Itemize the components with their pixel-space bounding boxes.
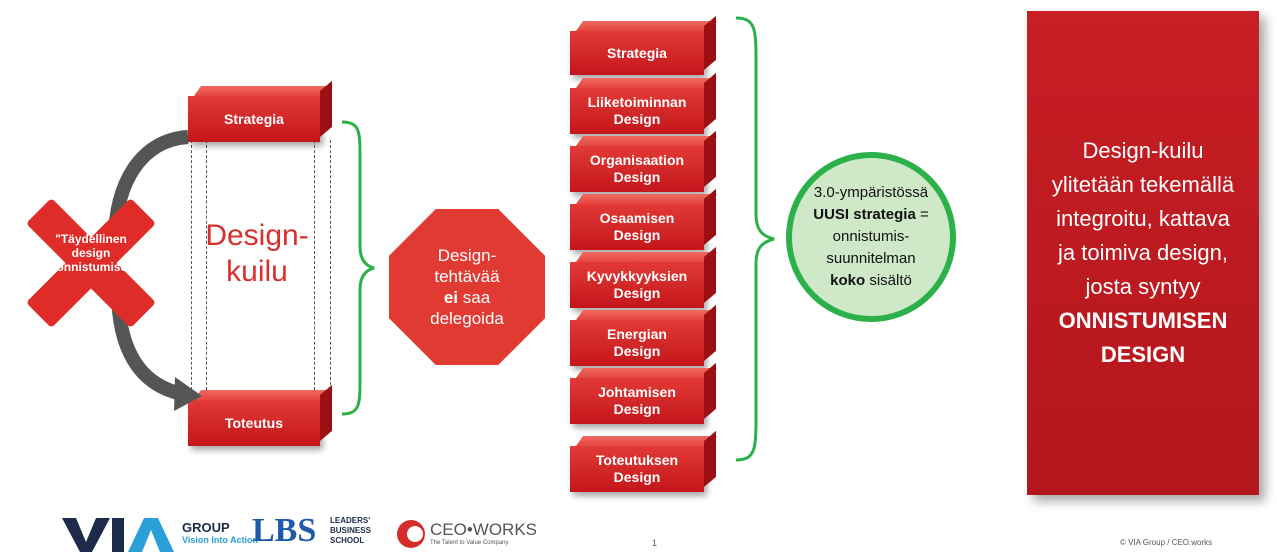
panel-line: josta syntyy [1085, 274, 1201, 299]
lbs-name-line: BUSINESS [330, 526, 371, 535]
stack-label: Design [613, 401, 661, 417]
stack-block-kyvykkyyksien: Kyvykkyyksien Design [570, 262, 704, 308]
octagon-line: tehtävää [434, 267, 500, 286]
stack-label: Design [613, 169, 661, 185]
stack-label: Design [613, 285, 661, 301]
lbs-name-line: SCHOOL [330, 536, 365, 545]
conclusion-panel: Design-kuilu ylitetään tekemällä integro… [1027, 11, 1259, 495]
panel-line: ja toimiva design, [1058, 240, 1228, 265]
gap-label-line: kuilu [226, 255, 288, 288]
failure-label-line: design [71, 246, 111, 260]
circle-line: koko sisältö [830, 270, 912, 292]
failure-label: "Täydellinen design epäonnistumiselle" [20, 232, 162, 274]
copyright: © VIA Group / CEO.works [1120, 538, 1213, 547]
green-brace-right [735, 16, 775, 462]
gap-label-line: Design- [205, 219, 309, 252]
stack-label: Design [613, 227, 661, 243]
circle-bold: UUSI strategia [813, 206, 916, 223]
failure-label-line: "Täydellinen [55, 232, 127, 246]
dashed-line [314, 140, 315, 395]
octagon-bold: ei [443, 288, 459, 307]
ceo-works-tagline: The Talent to Value Company [430, 540, 509, 546]
ceo-works-text: CEO•WORKS The Talent to Value Company [430, 520, 537, 546]
dashed-line [191, 140, 192, 395]
panel-bold-line: DESIGN [1100, 342, 1186, 367]
octagon-line: Design- [437, 246, 497, 265]
stack-block-liiketoiminnan: Liiketoiminnan Design [570, 88, 704, 134]
dashed-line [206, 140, 207, 395]
circle-text: sisältö [865, 272, 912, 289]
strategy-circle: 3.0-ympäristössä UUSI strategia = onnist… [786, 152, 956, 322]
stack-block-energian: Energian Design [570, 320, 704, 366]
circle-bold: koko [830, 272, 866, 289]
stack-block-osaamisen: Osaamisen Design [570, 204, 704, 250]
strategia-top-block: Strategia [188, 96, 320, 142]
stack-label: Organisaation [589, 152, 685, 168]
panel-line: Design-kuilu [1082, 138, 1204, 163]
ceo-works-logo-icon [397, 520, 425, 548]
lbs-name-line: LEADERS' [330, 516, 371, 525]
circle-line: onnistumis- [832, 228, 910, 245]
octagon-line: delegoida [430, 309, 504, 328]
toteutus-bottom-block: Toteutus [188, 400, 320, 446]
via-group-text: GROUP Vision Into Action [182, 520, 258, 545]
panel-line: integroitu, kattava [1056, 206, 1230, 231]
stack-label: Design [613, 111, 661, 127]
stack-block-strategia: Strategia [570, 31, 704, 75]
panel-bold-line: ONNISTUMISEN [1058, 308, 1228, 333]
circle-line: UUSI strategia = [813, 204, 928, 226]
via-logo-icon [62, 518, 174, 552]
stack-label: Energian [607, 326, 667, 342]
dashed-line [330, 140, 331, 395]
design-kuilu-label: Design- kuilu [196, 218, 318, 290]
circle-line: suunnitelman [826, 250, 916, 267]
via-group-label: GROUP [182, 520, 230, 535]
block-label: Strategia [224, 110, 284, 127]
stack-label: Kyvykkyyksien [586, 268, 688, 284]
page-number: 1 [652, 538, 658, 548]
block-label: Toteutus [224, 414, 284, 431]
lbs-logo: LBS [252, 512, 317, 549]
octagon-line: ei saa [444, 287, 490, 308]
stack-label: Toteutuksen [595, 452, 679, 468]
stack-label: Osaamisen [599, 210, 675, 226]
stack-label: Design [613, 343, 661, 359]
stack-block-organisaation: Organisaation Design [570, 146, 704, 192]
stack-label: Design [613, 469, 661, 485]
stack-block-toteutuksen: Toteutuksen Design [570, 446, 704, 492]
octagon-word: saa [462, 288, 491, 307]
via-tagline: Vision Into Action [182, 535, 258, 545]
green-brace-left [341, 120, 375, 416]
lbs-name: LEADERS' BUSINESS SCHOOL [330, 516, 371, 546]
stack-block-johtamisen: Johtamisen Design [570, 378, 704, 424]
stack-label: Liiketoiminnan [587, 94, 687, 110]
failure-x-icon [27, 199, 155, 327]
failure-label-line: epäonnistumiselle" [35, 260, 147, 274]
circle-text: = [915, 206, 929, 223]
stack-label: Johtamisen [598, 384, 676, 400]
stop-octagon: Design- tehtävää ei saa delegoida [389, 209, 545, 365]
circle-line: 3.0-ympäristössä [813, 184, 929, 201]
ceo-works-label: CEO•WORKS [430, 520, 538, 539]
panel-line: ylitetään tekemällä [1051, 172, 1235, 197]
stack-label: Strategia [607, 44, 667, 61]
